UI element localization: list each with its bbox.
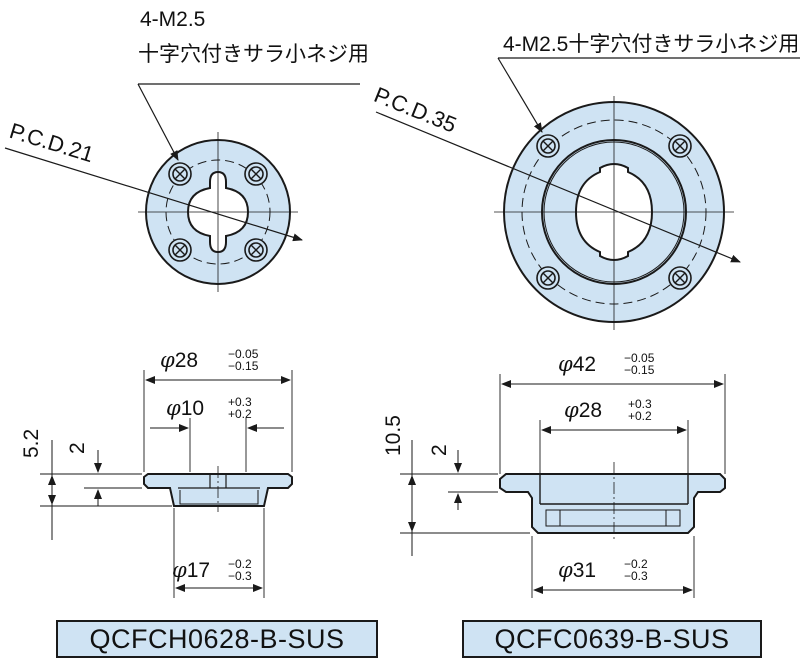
right-outer-dia-tol: −0.05−0.15 [624,351,655,377]
left-thread-size: 4-M2.5 [140,8,206,31]
left-bottom-dia: φ17 [172,558,211,582]
left-total-height: 5.2 [20,428,43,458]
left-side-view [40,370,293,598]
screw-hole [244,162,268,186]
screw-hole [168,238,192,262]
screw-hole [536,134,560,158]
left-inner-dia-tol: +0.3+0.2 [228,395,252,421]
left-inner-dia: φ10 [166,396,205,420]
left-flange-height: 2 [66,442,89,454]
right-model-label: QCFC0639-B-SUS [462,620,762,658]
screw-hole [668,134,692,158]
right-bottom-dia: φ31 [558,558,597,582]
right-side-view [400,374,726,598]
right-inner-dia: φ28 [564,398,603,422]
left-model-label: QCFCH0628-B-SUS [56,620,378,658]
screw-hole [244,238,268,262]
left-outer-dia: φ28 [160,348,199,372]
screw-hole [168,162,192,186]
right-flange-height: 2 [428,444,451,456]
left-bottom-dia-tol: −0.2−0.3 [228,557,252,583]
right-bottom-dia-tol: −0.2−0.3 [624,557,648,583]
left-top-view [4,83,360,292]
right-outer-dia: φ42 [558,352,597,376]
screw-hole [668,266,692,290]
left-outer-dia-tol: −0.05−0.15 [228,347,259,373]
screw-hole [536,266,560,290]
right-top-view [375,57,800,330]
right-total-height: 10.5 [382,415,405,456]
right-thread-note: 4-M2.5十字穴付きサラ小ネジ用 [503,33,800,56]
left-thread-note: 十字穴付きサラ小ネジ用 [138,43,369,66]
right-inner-dia-tol: +0.3+0.2 [628,397,652,423]
